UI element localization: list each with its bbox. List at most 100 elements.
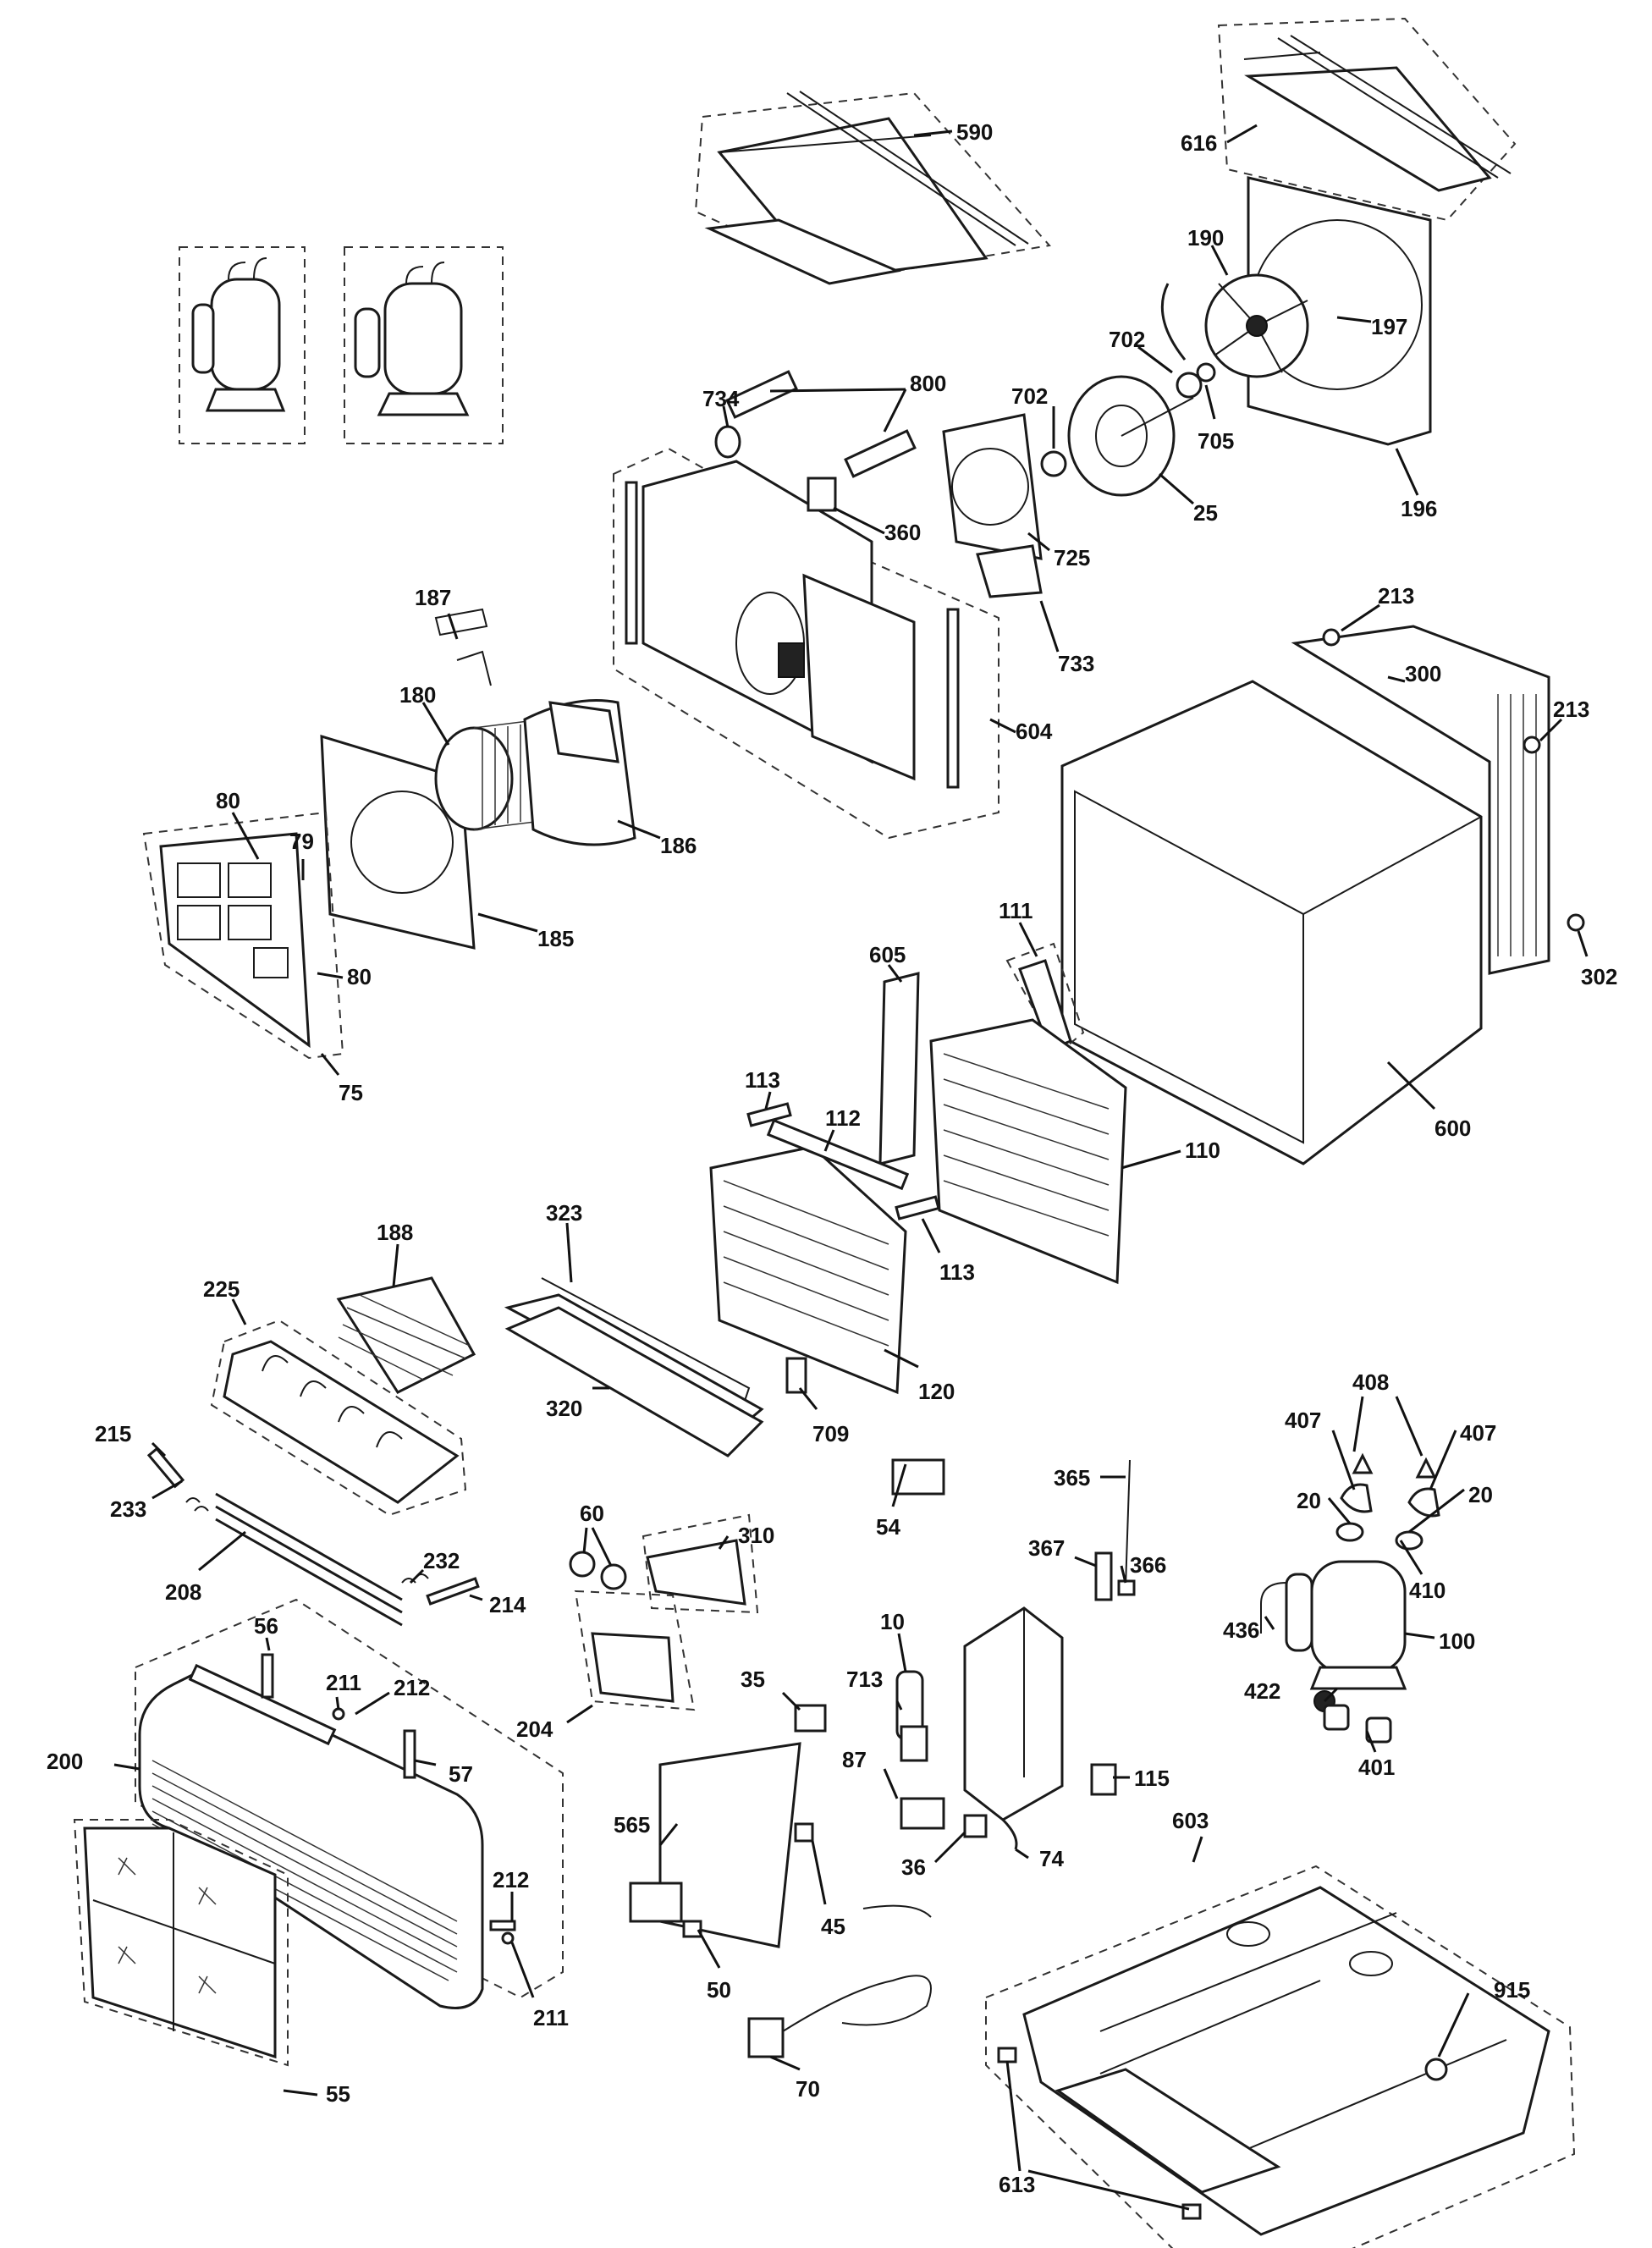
- label-320: 320: [546, 1396, 582, 1421]
- label-422: 422: [1244, 1678, 1280, 1704]
- label-60: 60: [580, 1501, 604, 1526]
- label-87: 87: [842, 1747, 867, 1772]
- label-54: 54: [876, 1514, 900, 1540]
- louver-pivot-bar: [426, 1577, 480, 1606]
- label-300: 300: [1405, 661, 1441, 686]
- label-401: 401: [1358, 1755, 1395, 1780]
- sensor-holder: [1094, 1551, 1113, 1601]
- front-filter: [73, 1819, 289, 2067]
- condenser-fan: [1160, 273, 1309, 378]
- label-713: 713: [846, 1667, 883, 1692]
- label-302: 302: [1581, 964, 1617, 989]
- label-225: 225: [203, 1276, 240, 1302]
- heater-element: [785, 1357, 807, 1394]
- label-233: 233: [110, 1496, 146, 1522]
- label-310: 310: [738, 1523, 774, 1548]
- blower-housing: [434, 608, 636, 846]
- motor-mount-bracket: [942, 413, 1043, 560]
- leader-lines: [113, 124, 1589, 2211]
- terminal-block: [900, 1797, 945, 1830]
- label-180: 180: [399, 682, 436, 708]
- label-120: 120: [918, 1379, 955, 1404]
- label-915: 915: [1494, 1977, 1530, 2003]
- compressor-variants: [179, 246, 504, 444]
- part-number-labels: 590 616 190 197 702 702 705 196 25 725 7…: [47, 119, 1617, 2197]
- label-75: 75: [339, 1080, 363, 1105]
- louver-link: [146, 1446, 185, 1489]
- label-45: 45: [821, 1914, 845, 1939]
- label-213b: 213: [1553, 697, 1589, 722]
- label-74: 74: [1039, 1846, 1064, 1871]
- label-725: 725: [1054, 545, 1090, 570]
- label-196: 196: [1401, 496, 1437, 521]
- control-box: [963, 1606, 1064, 1821]
- label-112: 112: [825, 1105, 861, 1131]
- label-213a: 213: [1378, 583, 1414, 609]
- control-mounting-plate: [629, 1742, 801, 1948]
- label-603: 603: [1172, 1808, 1209, 1833]
- label-215: 215: [95, 1421, 131, 1446]
- label-56: 56: [254, 1613, 278, 1639]
- terminal-nuts: [1352, 1452, 1437, 1479]
- label-702b: 702: [1011, 383, 1048, 409]
- evaporator-coil: [709, 1145, 907, 1395]
- label-190: 190: [1187, 225, 1224, 251]
- label-613: 613: [999, 2172, 1035, 2197]
- sensor-clip: [1117, 1579, 1136, 1596]
- condenser-coil-bracket: [1005, 942, 1085, 1055]
- compressor: [1285, 1560, 1407, 1712]
- capacitor-bracket: [1090, 1763, 1117, 1796]
- label-565: 565: [614, 1812, 650, 1838]
- label-604: 604: [1016, 719, 1053, 744]
- label-20b: 20: [1468, 1482, 1493, 1507]
- label-323: 323: [546, 1200, 582, 1226]
- label-100: 100: [1439, 1628, 1475, 1654]
- label-232: 232: [423, 1548, 460, 1573]
- control-panel-assembly: [142, 811, 344, 1060]
- label-70: 70: [796, 2076, 820, 2102]
- label-407a: 407: [1285, 1408, 1321, 1433]
- label-605: 605: [869, 942, 906, 967]
- label-25: 25: [1193, 500, 1218, 526]
- label-616: 616: [1181, 130, 1217, 156]
- label-204: 204: [516, 1716, 553, 1742]
- terminal-covers: [1340, 1483, 1440, 1518]
- label-600: 600: [1434, 1116, 1471, 1141]
- motor-bracket-support: [976, 544, 1043, 598]
- label-212a: 212: [394, 1675, 430, 1700]
- label-436: 436: [1223, 1617, 1259, 1643]
- grille-clip-upper: [1322, 628, 1341, 647]
- base-pan: [985, 1865, 1576, 2248]
- label-366: 366: [1130, 1552, 1166, 1578]
- coil-seal-lower: [895, 1195, 940, 1220]
- air-filter-screen: [336, 1276, 476, 1394]
- rear-grille: [1291, 625, 1550, 975]
- grille-clip-lower: [1523, 736, 1541, 754]
- label-80a: 80: [216, 788, 240, 813]
- compressor-variant-a: [191, 257, 286, 412]
- label-365: 365: [1054, 1465, 1090, 1490]
- label-10: 10: [880, 1609, 905, 1634]
- label-733: 733: [1058, 651, 1094, 676]
- coil-support-bracket: [878, 972, 920, 1165]
- label-211a: 211: [326, 1670, 361, 1695]
- label-212b: 212: [493, 1867, 529, 1893]
- top-panel-assembly: [694, 91, 1051, 285]
- label-590: 590: [956, 119, 993, 145]
- compressor-variant-b: [354, 262, 470, 416]
- label-410: 410: [1409, 1578, 1446, 1603]
- base-drain-pan: [504, 1277, 764, 1457]
- control-bezel: [574, 1590, 696, 1711]
- label-367: 367: [1028, 1535, 1065, 1561]
- label-360: 360: [884, 520, 921, 545]
- thermostat: [794, 1704, 827, 1733]
- coil-seal-upper: [746, 1102, 792, 1127]
- condenser-coil: [929, 1018, 1127, 1285]
- label-408: 408: [1352, 1369, 1389, 1395]
- center-partition: [613, 370, 999, 840]
- label-407b: 407: [1460, 1420, 1496, 1446]
- label-705: 705: [1198, 428, 1234, 454]
- sensor-tube: [1125, 1459, 1131, 1588]
- label-35: 35: [741, 1667, 765, 1692]
